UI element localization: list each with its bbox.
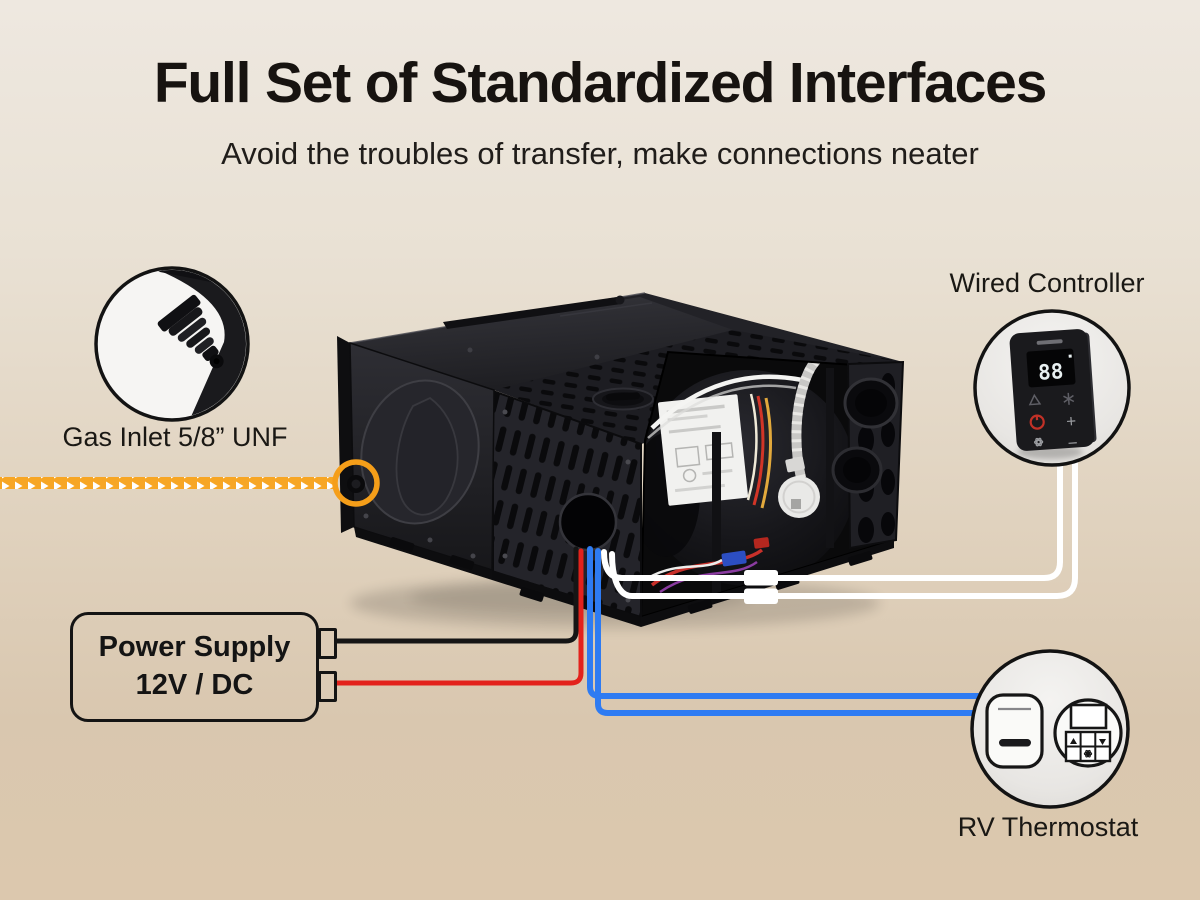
harness-red-wire: [752, 395, 765, 506]
power-terminal-top: [318, 628, 337, 659]
controller-screen: [1026, 348, 1076, 388]
unit-left-panel: [347, 341, 495, 572]
unit-top-round-vent: [592, 387, 654, 411]
white-wire-connector-2: [744, 588, 778, 604]
controller-brand-mark: [1036, 339, 1063, 345]
wired-controller-device: 88 + −: [1009, 329, 1097, 453]
power-wire-black: [331, 546, 579, 644]
controller-wire-white-1: [601, 460, 1063, 581]
gas-inlet-label: Gas Inlet 5/8” UNF: [62, 422, 288, 452]
gas-flow-arrows-icon: [0, 477, 333, 489]
rv-thermostat-callout: [970, 649, 1130, 809]
harness-yellow-wire: [760, 397, 773, 509]
unit-back-lip: [443, 297, 621, 329]
white-wire-connector-1: [744, 570, 778, 586]
page-subtitle: Avoid the troubles of transfer, make con…: [221, 136, 979, 171]
unit-interior: [639, 350, 900, 619]
controller-minus-button: −: [1067, 433, 1078, 453]
gas-fitting-icon: [157, 294, 224, 369]
controller-snowflake-icon: [1063, 392, 1075, 405]
wired-controller-label: Wired Controller: [949, 268, 1145, 298]
blower-opening: [558, 492, 618, 552]
controller-display: 88: [1037, 359, 1064, 385]
power-wire-red: [331, 548, 584, 686]
controller-power-button: [1029, 414, 1045, 430]
gas-inlet-highlight-ring: [332, 459, 380, 507]
controller-fan-button: [1033, 437, 1044, 447]
gas-callout: [94, 266, 250, 422]
interior-white-wire: [650, 374, 803, 430]
interior-blue-connector: [721, 550, 747, 567]
power-supply-box: Power Supply 12V / DC: [70, 612, 319, 722]
power-terminal-bottom: [318, 671, 337, 702]
controller-flame-icon: [1028, 393, 1042, 406]
power-supply-line2: 12V / DC: [135, 669, 254, 701]
power-supply-line1: Power Supply: [98, 631, 291, 664]
furnace-unit: [337, 292, 905, 629]
wired-controller-callout: 88 + −: [973, 309, 1131, 467]
blower-round-cover: [778, 456, 820, 518]
page-title: Full Set of Standardized Interfaces: [153, 51, 1048, 115]
unit-end-cage: [831, 360, 905, 550]
thermostat-body-icon: [985, 693, 1044, 769]
thermostat-fan-icon: [1083, 749, 1093, 758]
controller-plus-button: +: [1066, 411, 1077, 431]
rv-thermostat-label: RV Thermostat: [957, 812, 1139, 842]
thermostat-wire-blue-2: [595, 548, 989, 716]
controller-wire-white-2: [609, 460, 1078, 599]
thermostat-down-icon: [1099, 739, 1106, 745]
wiring-diagram-label: [657, 394, 749, 506]
gas-flow-band: [0, 459, 380, 507]
thermostat-up-icon: [1070, 738, 1077, 744]
duct-outlet-upper: [843, 377, 899, 429]
unit-top-smooth-panel: [350, 297, 733, 390]
thermostat-keypad-icon: [1053, 698, 1123, 768]
duct-outlet-lower: [831, 446, 883, 494]
